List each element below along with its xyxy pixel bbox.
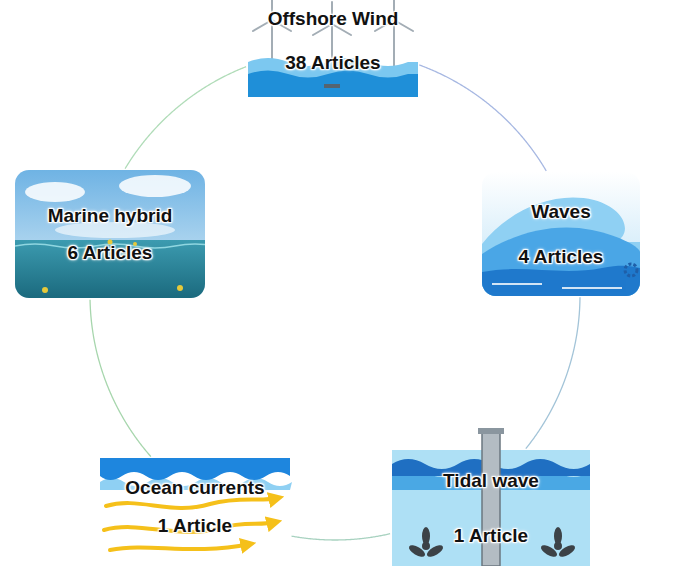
article-count: 38 Articles <box>285 52 380 74</box>
topic-name: Offshore Wind <box>268 8 399 30</box>
article-count: 4 Articles <box>519 246 604 268</box>
topic-box: Offshore Wind 38 Articles <box>248 0 418 97</box>
cycle-arc <box>292 534 391 540</box>
cycle-arc <box>526 297 580 449</box>
waves-picture <box>482 172 640 296</box>
offshore-wind-picture <box>248 0 418 97</box>
cycle-arc <box>419 65 546 171</box>
tidal-picture <box>392 428 590 566</box>
topic-box: Waves 4 Articles <box>482 172 640 296</box>
topic-box: Ocean currents 1 Article <box>100 458 290 556</box>
article-count: 1 Article <box>158 515 232 537</box>
article-count: 6 Articles <box>68 242 153 264</box>
cycle-arc <box>90 300 151 457</box>
cycle-arc <box>125 67 246 169</box>
topic-box: Marine hybrid 6 Articles <box>15 170 205 298</box>
topic-name: Ocean currents <box>125 477 264 499</box>
topic-box: Tidal wave 1 Article <box>392 450 590 566</box>
ocean-currents-picture <box>100 458 292 556</box>
topic-name: Tidal wave <box>443 470 539 492</box>
marine-hybrid-picture <box>15 170 215 298</box>
article-count: 1 Article <box>454 525 528 547</box>
topic-name: Marine hybrid <box>48 205 173 227</box>
topic-name: Waves <box>531 201 591 223</box>
